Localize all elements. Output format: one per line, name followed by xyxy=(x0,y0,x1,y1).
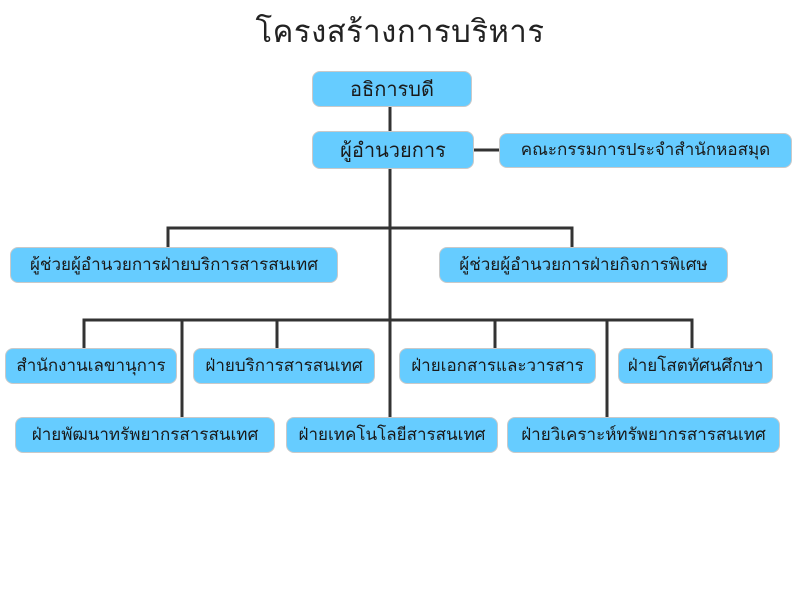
node-director-label: ผู้อำนวยการ xyxy=(340,138,446,162)
node-secretary-office: สำนักงานเลขานุการ xyxy=(5,348,177,384)
node-documents-journals-label: ฝ่ายเอกสารและวารสาร xyxy=(411,355,584,376)
node-director: ผู้อำนวยการ xyxy=(312,131,474,169)
node-info-technology-label: ฝ่ายเทคโนโลยีสารสนเทศ xyxy=(298,424,486,445)
node-documents-journals: ฝ่ายเอกสารและวารสาร xyxy=(399,348,596,384)
node-audiovisual: ฝ่ายโสตทัศนศึกษา xyxy=(618,348,773,384)
node-committee-label: คณะกรรมการประจำสำนักหอสมุด xyxy=(520,140,771,160)
node-committee: คณะกรรมการประจำสำนักหอสมุด xyxy=(499,133,792,168)
node-audiovisual-label: ฝ่ายโสตทัศนศึกษา xyxy=(627,355,764,376)
node-president: อธิการบดี xyxy=(312,71,472,107)
node-asst-info-service-label: ผู้ช่วยผู้อำนวยการฝ่ายบริการสารสนเทศ xyxy=(29,254,319,275)
node-resource-development: ฝ่ายพัฒนาทรัพยากรสารสนเทศ xyxy=(15,417,275,453)
node-secretary-office-label: สำนักงานเลขานุการ xyxy=(16,355,166,376)
node-resource-analysis-label: ฝ่ายวิเคราะห์ทรัพยากรสารสนเทศ xyxy=(521,424,766,445)
chart-title: โครงสร้างการบริหาร xyxy=(255,14,545,50)
node-asst-info-service: ผู้ช่วยผู้อำนวยการฝ่ายบริการสารสนเทศ xyxy=(10,247,338,283)
node-info-service-label: ฝ่ายบริการสารสนเทศ xyxy=(205,355,363,376)
node-asst-special-affairs-label: ผู้ช่วยผู้อำนวยการฝ่ายกิจการพิเศษ xyxy=(459,254,708,275)
node-resource-development-label: ฝ่ายพัฒนาทรัพยากรสารสนเทศ xyxy=(31,424,259,445)
node-info-service: ฝ่ายบริการสารสนเทศ xyxy=(193,348,375,384)
node-asst-special-affairs: ผู้ช่วยผู้อำนวยการฝ่ายกิจการพิเศษ xyxy=(439,247,728,283)
node-info-technology: ฝ่ายเทคโนโลยีสารสนเทศ xyxy=(286,417,498,453)
node-president-label: อธิการบดี xyxy=(350,77,434,101)
node-resource-analysis: ฝ่ายวิเคราะห์ทรัพยากรสารสนเทศ xyxy=(507,417,780,453)
